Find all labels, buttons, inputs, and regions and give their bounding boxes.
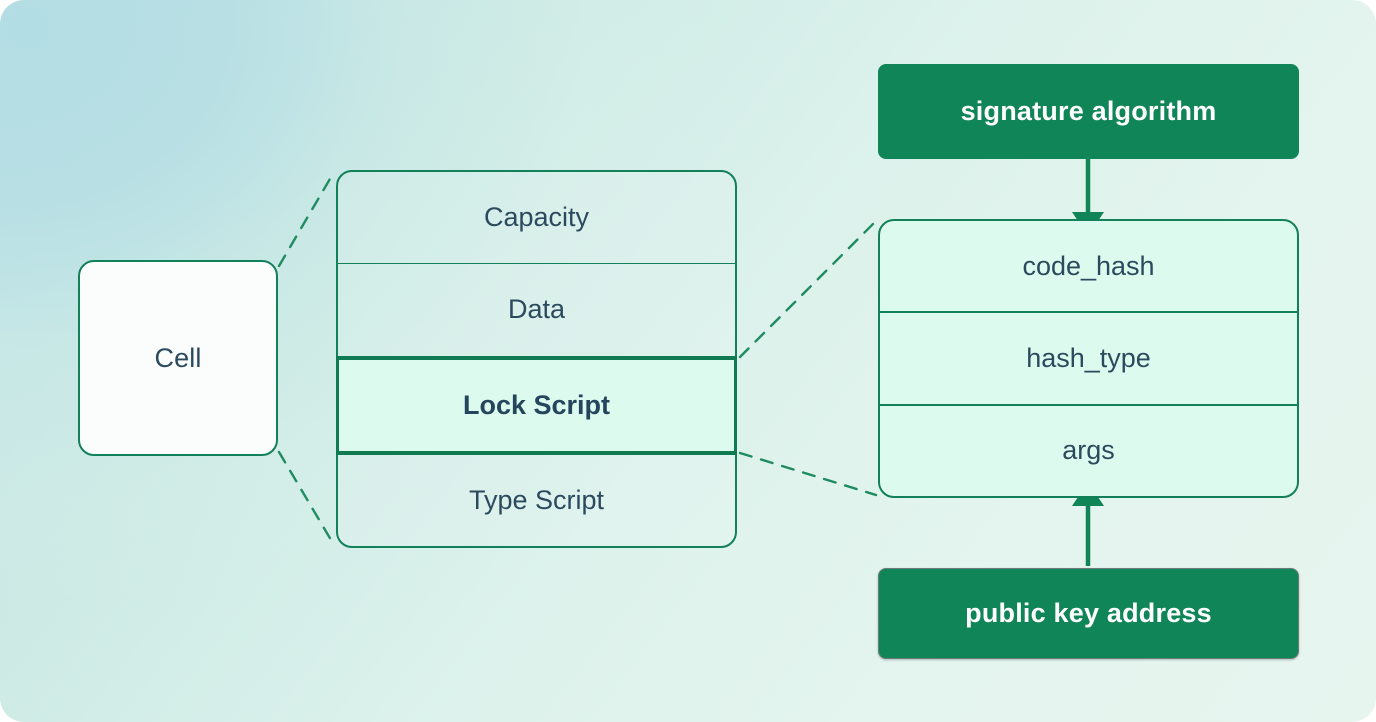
script-field-hash-type-label: hash_type	[1026, 342, 1151, 373]
cell-fields-panel: Capacity Data Lock Script Type Script	[336, 170, 737, 548]
public-key-address-node[interactable]: public key address	[878, 568, 1299, 659]
cell-field-data-label: Data	[507, 294, 566, 325]
connector-cell-top	[277, 170, 336, 268]
cell-field-type-script-label: Type Script	[468, 484, 605, 515]
script-field-code-hash-label: code_hash	[1022, 250, 1155, 281]
public-key-address-label: public key address	[965, 598, 1212, 628]
connector-lockscript-top	[738, 219, 878, 359]
cell-node-label: Cell	[154, 342, 202, 373]
script-field-code-hash[interactable]: code_hash	[880, 221, 1297, 311]
cell-field-data[interactable]: Data	[338, 263, 735, 355]
connector-lockscript-bottom	[738, 451, 878, 497]
cell-node[interactable]: Cell	[78, 260, 278, 456]
script-field-args-label: args	[1062, 435, 1115, 466]
script-field-args[interactable]: args	[880, 403, 1297, 496]
cell-field-type-script[interactable]: Type Script	[338, 455, 735, 546]
cell-field-lock-script[interactable]: Lock Script	[336, 355, 737, 455]
connector-cell-bottom	[277, 450, 336, 547]
script-fields-panel: code_hash hash_type args	[878, 219, 1299, 498]
signature-algorithm-label: signature algorithm	[960, 96, 1217, 126]
cell-field-capacity[interactable]: Capacity	[338, 172, 735, 263]
cell-field-lock-script-label: Lock Script	[462, 389, 611, 420]
script-field-hash-type[interactable]: hash_type	[880, 311, 1297, 403]
cell-field-capacity-label: Capacity	[483, 202, 590, 233]
signature-algorithm-node[interactable]: signature algorithm	[878, 64, 1299, 159]
